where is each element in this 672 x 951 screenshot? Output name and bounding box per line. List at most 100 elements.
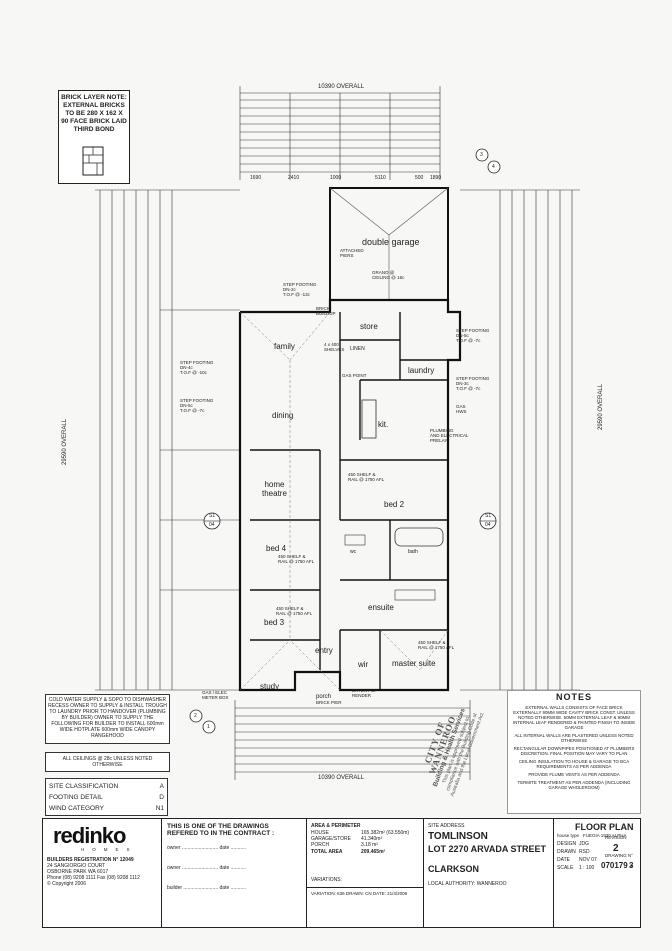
room-kitchen: kit. xyxy=(378,420,389,429)
variation-line: VARIATION: 636 DRAWN: CN DATE: 21/4/2008 xyxy=(311,891,408,896)
room-porch: porch xyxy=(316,694,332,700)
garage-area-value: 41.340m² xyxy=(361,836,383,842)
top-overall-dimension: 10390 OVERALL xyxy=(318,84,365,90)
elevation-label-2: 2 xyxy=(194,713,197,719)
room-double-garage: double garage xyxy=(362,237,420,247)
elevation-label-4: 4 xyxy=(492,164,495,170)
porch-area-label: PORCH xyxy=(311,842,330,848)
brick-bond-diagram xyxy=(82,146,104,176)
variations-label: VARIATIONS: xyxy=(311,877,342,883)
note-gas-hws: GAS HWS xyxy=(456,404,467,414)
notes-item-6: TERMITE TREATMENT AS PER ADDENDA (INCLUD… xyxy=(517,780,631,790)
ensuite-vanity xyxy=(394,589,436,601)
site-classification-value: A xyxy=(159,783,164,790)
house-area-value: 165.382m² (63.550m) xyxy=(361,830,410,836)
design-label: DESIGN xyxy=(557,841,577,847)
elevation-label-1: 1 xyxy=(207,724,210,730)
site-suburb: CLARKSON xyxy=(428,864,479,874)
room-linen: LINEN xyxy=(350,346,365,352)
right-overall-dimension: 29590 OVERALL xyxy=(598,383,604,430)
room-bed2: bed 2 xyxy=(384,500,405,509)
bottom-dimension-lines xyxy=(234,700,471,780)
note-shelf-master: 450 SHELF & RAIL @ 1750 AFL xyxy=(418,640,455,650)
site-lot: LOT 2270 ARVADA STREET xyxy=(428,844,547,854)
room-dining: dining xyxy=(272,411,294,420)
builder-signature: builder ......................... date .… xyxy=(167,885,246,891)
design-value: JDG xyxy=(579,841,589,847)
copyright: © Copyright 2006 xyxy=(47,881,86,887)
wind-category-label: WIND CATEGORY xyxy=(49,805,105,812)
notes-panel: NOTES EXTERNAL WALLS CONSISTS OF FACE BR… xyxy=(507,690,641,814)
bottom-overall-dimension: 10390 OVERALL xyxy=(318,775,365,781)
water-supply-note: COLD WATER SUPPLY & SOPO TO DISHWASHER R… xyxy=(45,694,170,744)
room-bath: bath xyxy=(408,549,418,555)
elevation-marker-4 xyxy=(487,160,501,174)
elevation-marker-3 xyxy=(475,148,489,162)
drawing-no-label: DRAWING N° xyxy=(605,853,633,858)
site-classification-box: SITE CLASSIFICATION A FOOTING DETAIL D W… xyxy=(45,778,168,816)
note-extent-render: EXTENT OF RENDER xyxy=(352,688,378,698)
room-wc: wc xyxy=(350,549,357,555)
note-shelves: 4 x 400 SHELVES xyxy=(324,342,345,352)
room-bed3: bed 3 xyxy=(264,618,285,627)
owner-signature-1: owner .......................... date ..… xyxy=(167,845,246,851)
top-dim-6: 1890 xyxy=(430,175,442,181)
note-grano: GRANO @ CEILING @ 16c xyxy=(372,270,405,280)
wind-category-value: N1 xyxy=(155,805,164,812)
notes-item-1: EXTERNAL WALLS CONSISTS OF FACE BRICK EX… xyxy=(512,705,636,730)
house-type-label: house type xyxy=(557,833,580,838)
note-step-footing-5: STEP FOOTING DN-3c T.O.F @ -7c xyxy=(456,376,490,391)
title-block: redinko HOMES BUILDERS REGISTRATION N° 1… xyxy=(42,818,641,928)
footing-detail-label: FOOTING DETAIL xyxy=(49,794,103,801)
top-dim-4: 5110 xyxy=(375,175,386,181)
brick-layer-note: BRICK LAYER NOTE: EXTERNAL BRICKS TO BE … xyxy=(58,90,130,184)
site-name: TOMLINSON xyxy=(428,831,488,842)
top-dim-3: 1000 xyxy=(330,175,342,181)
note-shelf-bed4: 450 SHELF & RAIL @ 1750 AFL xyxy=(278,554,315,564)
sheet-title: FLOOR PLAN xyxy=(575,822,634,832)
section-label-s1-right: S1 xyxy=(485,513,492,519)
ceilings-note: ALL CEILINGS @ 28c UNLESS NOTED OTHERWIS… xyxy=(45,752,170,772)
water-supply-note-text: COLD WATER SUPPLY & SOPO TO DISHWASHER R… xyxy=(48,697,167,739)
company-address-2: OSBORNE PARK WA 6017 xyxy=(47,869,109,875)
note-brick-buildup: BRICK BUILDUP xyxy=(316,306,336,316)
company-logo-sub: HOMES xyxy=(81,847,138,852)
total-area-label: TOTAL AREA xyxy=(311,849,343,855)
note-brick-pier: BRICK PIER xyxy=(316,700,342,705)
note-attached-piers: ATTACHED PIERS xyxy=(340,248,364,258)
room-laundry: laundry xyxy=(408,366,435,375)
section-label-s1-left: S1 xyxy=(209,513,216,519)
date-value: NOV 07 xyxy=(579,857,597,863)
company-address-1: 24 SANGIORGIO COURT xyxy=(47,863,106,869)
elevation-marker-2 xyxy=(189,709,203,723)
room-bed4: bed 4 xyxy=(266,544,287,553)
house-internal-walls xyxy=(250,312,448,690)
room-master-suite: master suite xyxy=(392,659,436,668)
drawn-label: DRAWN xyxy=(557,849,576,855)
note-gas-elec-meter: GAS / ELEC METER BOX xyxy=(202,690,229,700)
note-shelf-bed2: 450 SHELF & RAIL @ 1750 AFL xyxy=(348,472,385,482)
site-classification-label: SITE CLASSIFICATION xyxy=(49,783,119,790)
sheet-number: 3 xyxy=(629,861,634,870)
note-plumbing: PLUMBING AND ELECTRICAL PRELAY xyxy=(430,428,469,443)
drawing-number: 070179 - xyxy=(601,861,633,870)
vanity xyxy=(344,534,366,546)
top-dim-1: 1690 xyxy=(250,175,262,181)
top-dim-5: 500 xyxy=(415,175,424,181)
owner-signature-2: owner .......................... date ..… xyxy=(167,865,246,871)
room-ensuite: ensuite xyxy=(368,603,394,612)
bath-tub xyxy=(394,527,444,547)
scale-value: 1 : 100 xyxy=(579,865,595,871)
elevation-label-3: 3 xyxy=(480,152,483,158)
notes-title: NOTES xyxy=(555,692,592,702)
kitchen-island xyxy=(361,399,377,439)
room-store: store xyxy=(360,322,378,331)
room-family: family xyxy=(274,342,295,351)
total-area-value: 209.465m² xyxy=(361,849,386,855)
house-type: FUEGIA 1930 ALPHA xyxy=(583,833,627,838)
builder-registration: BUILDERS REGISTRATION N° 12049 xyxy=(47,857,134,863)
revision-number: 2 xyxy=(613,843,619,854)
local-authority: LOCAL AUTHORITY: WANNEROO xyxy=(428,881,507,887)
notes-item-3: RECTANGULAR DOWNPIPES POSITIONED AT PLUM… xyxy=(513,746,635,756)
